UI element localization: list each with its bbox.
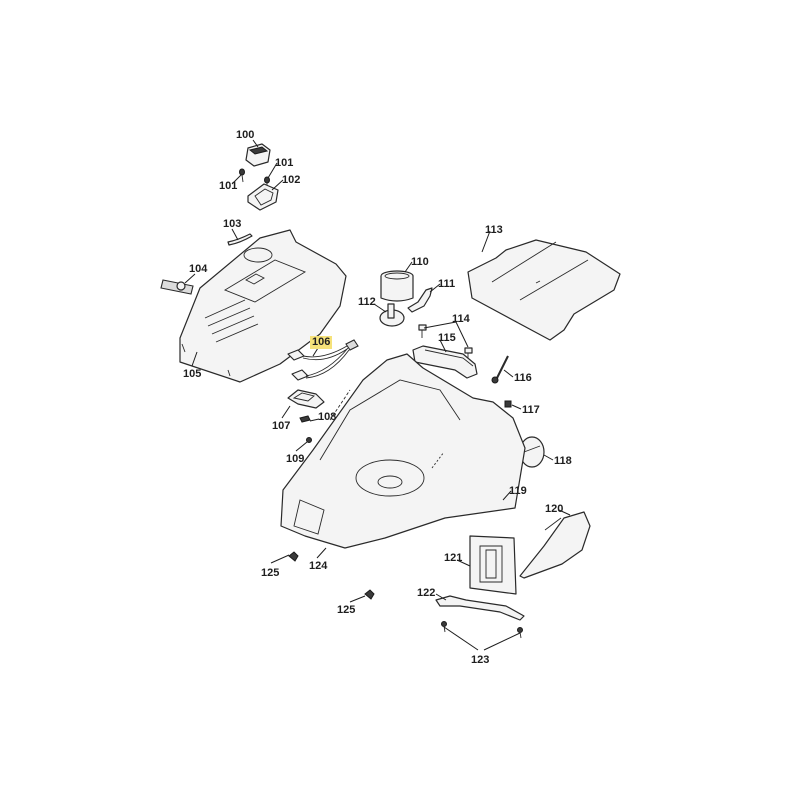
label-105[interactable]: 105 [183, 368, 202, 380]
part-111-lever[interactable] [407, 287, 433, 313]
part-114-bolt-a[interactable] [418, 324, 427, 338]
part-107-bracket[interactable] [287, 389, 325, 409]
part-105-top-cover[interactable] [179, 229, 347, 383]
label-124[interactable]: 124 [309, 560, 328, 572]
part-109-screw[interactable] [306, 437, 312, 443]
label-120[interactable]: 120 [545, 503, 564, 515]
label-123[interactable]: 123 [471, 654, 490, 666]
label-125[interactable]: 125 [337, 604, 356, 616]
leader-lines [184, 139, 571, 651]
label-102[interactable]: 102 [282, 174, 301, 186]
label-116[interactable]: 116 [514, 372, 532, 384]
part-101-screw-right[interactable] [264, 176, 270, 188]
label-103[interactable]: 103 [223, 218, 242, 230]
part-101-screw-left[interactable] [239, 168, 245, 183]
label-115[interactable]: 115 [438, 332, 456, 344]
part-102-switch-housing[interactable] [247, 183, 279, 211]
label-119[interactable]: 119 [509, 485, 527, 497]
label-104[interactable]: 104 [189, 263, 208, 275]
part-106-wiring-harness[interactable] [287, 339, 359, 381]
label-110[interactable]: 110 [411, 256, 429, 268]
part-103-cable-clip[interactable] [227, 233, 253, 246]
label-117[interactable]: 117 [522, 404, 540, 416]
part-124-deck[interactable] [280, 353, 526, 549]
part-122-rod[interactable] [435, 595, 525, 621]
label-100[interactable]: 100 [236, 129, 255, 141]
label-113[interactable]: 113 [485, 224, 503, 236]
label-101[interactable]: 101 [275, 157, 294, 169]
part-110-sleeve[interactable] [380, 270, 414, 302]
part-125-clip-a[interactable] [288, 551, 299, 562]
part-113-lid[interactable] [467, 239, 621, 341]
part-100-switch-cap[interactable] [245, 143, 271, 167]
label-122[interactable]: 122 [417, 587, 436, 599]
label-106-highlighted[interactable]: 106 [310, 336, 333, 349]
label-109[interactable]: 109 [286, 453, 305, 465]
part-120-rear-flap[interactable] [519, 511, 591, 579]
part-121-flap-plate[interactable] [469, 535, 517, 595]
part-117-nut[interactable] [504, 400, 512, 408]
label-121[interactable]: 121 [444, 552, 463, 564]
part-116-pin[interactable] [491, 355, 509, 384]
part-123-screw-b[interactable] [517, 627, 523, 639]
label-118[interactable]: 118 [554, 455, 572, 467]
label-108[interactable]: 108 [318, 411, 337, 423]
part-123-screw-a[interactable] [441, 621, 447, 633]
label-107[interactable]: 107 [272, 420, 291, 432]
label-101[interactable]: 101 [219, 180, 238, 192]
label-125[interactable]: 125 [261, 567, 280, 579]
part-108-connector[interactable] [299, 415, 311, 423]
part-112-hub[interactable] [379, 303, 405, 327]
part-125-clip-b[interactable] [364, 589, 375, 600]
label-114[interactable]: 114 [452, 313, 470, 325]
part-104-badge[interactable] [160, 279, 194, 295]
label-111[interactable]: 111 [438, 278, 456, 290]
part-115-handle-bar[interactable] [412, 345, 478, 379]
label-112[interactable]: 112 [358, 296, 376, 308]
